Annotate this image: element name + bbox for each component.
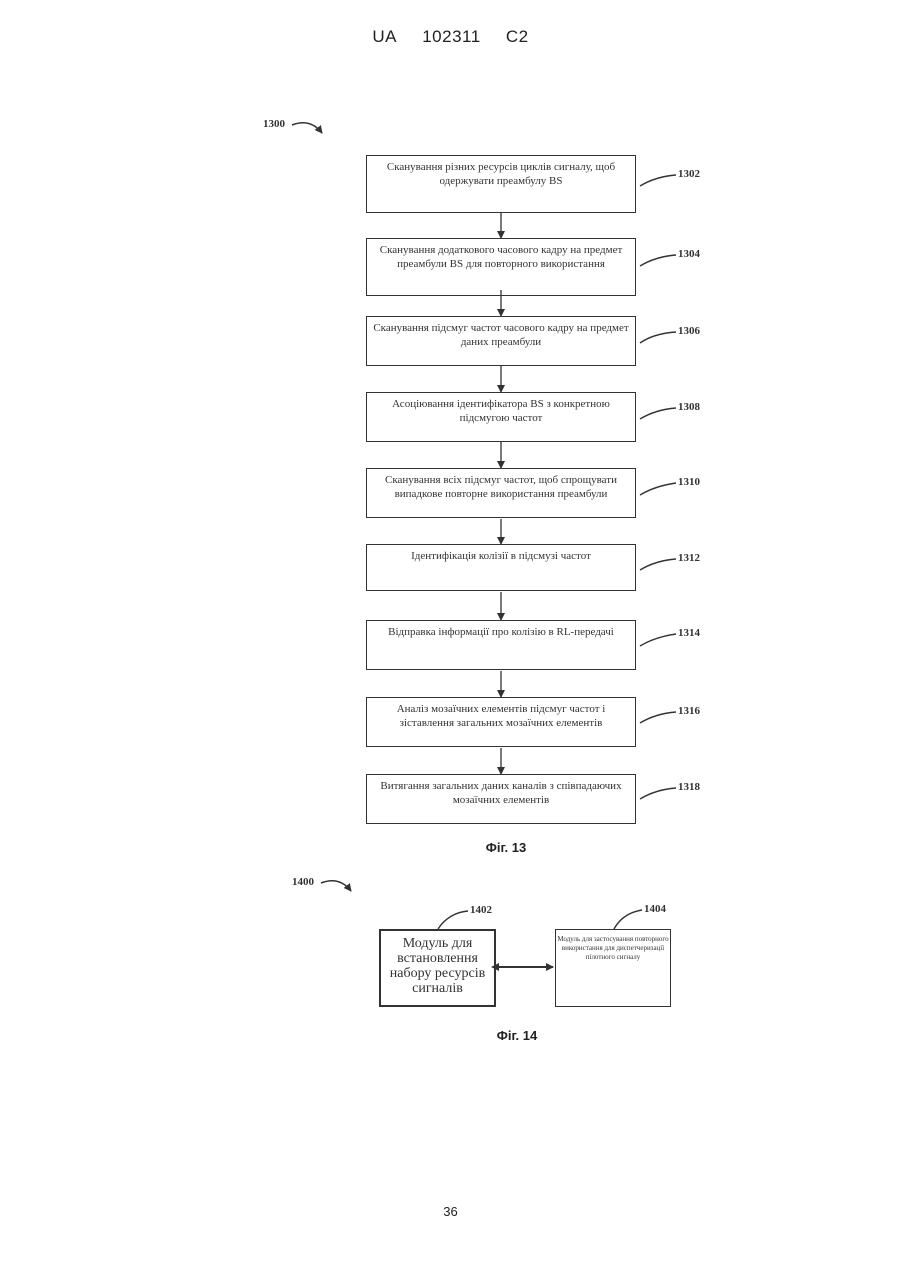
ref-1318: 1318 bbox=[678, 781, 700, 793]
flow-step-1310: Сканування всіх підсмуг частот, щоб спро… bbox=[366, 468, 636, 518]
ref-1310: 1310 bbox=[678, 476, 700, 488]
flow-step-1318: Витягання загальних даних каналів з спів… bbox=[366, 774, 636, 824]
module-1402: Модуль для встановлення набору ресурсів … bbox=[379, 929, 496, 1007]
flow-step-1308: Асоціювання ідентифікатора BS з конкретн… bbox=[366, 392, 636, 442]
page-number: 36 bbox=[0, 1204, 901, 1219]
ref-1304: 1304 bbox=[678, 248, 700, 260]
ref-1404: 1404 bbox=[644, 903, 666, 915]
fig13-ref-label: 1300 bbox=[263, 118, 285, 130]
flow-step-1314: Відправка інформації про колізію в RL-пе… bbox=[366, 620, 636, 670]
flow-step-1316: Аналіз мозаїчних елементів підсмуг часто… bbox=[366, 697, 636, 747]
fig14-caption: Фіг. 14 bbox=[457, 1028, 577, 1043]
flow-step-1304: Сканування додаткового часового кадру на… bbox=[366, 238, 636, 296]
flow-step-1312: Ідентифікація колізії в підсмузі частот bbox=[366, 544, 636, 591]
ref-1402: 1402 bbox=[470, 904, 492, 916]
ref-1306: 1306 bbox=[678, 325, 700, 337]
ref-1314: 1314 bbox=[678, 627, 700, 639]
flow-step-1306: Сканування підсмуг частот часового кадру… bbox=[366, 316, 636, 366]
module-1404: Модуль для застосування повторного викор… bbox=[555, 929, 671, 1007]
flow-step-1302: Сканування різних ресурсів циклів сигнал… bbox=[366, 155, 636, 213]
ref-1316: 1316 bbox=[678, 705, 700, 717]
ref-1308: 1308 bbox=[678, 401, 700, 413]
ref-1312: 1312 bbox=[678, 552, 700, 564]
fig13-caption: Фіг. 13 bbox=[446, 840, 566, 855]
fig14-ref-label: 1400 bbox=[292, 876, 314, 888]
ref-1302: 1302 bbox=[678, 168, 700, 180]
